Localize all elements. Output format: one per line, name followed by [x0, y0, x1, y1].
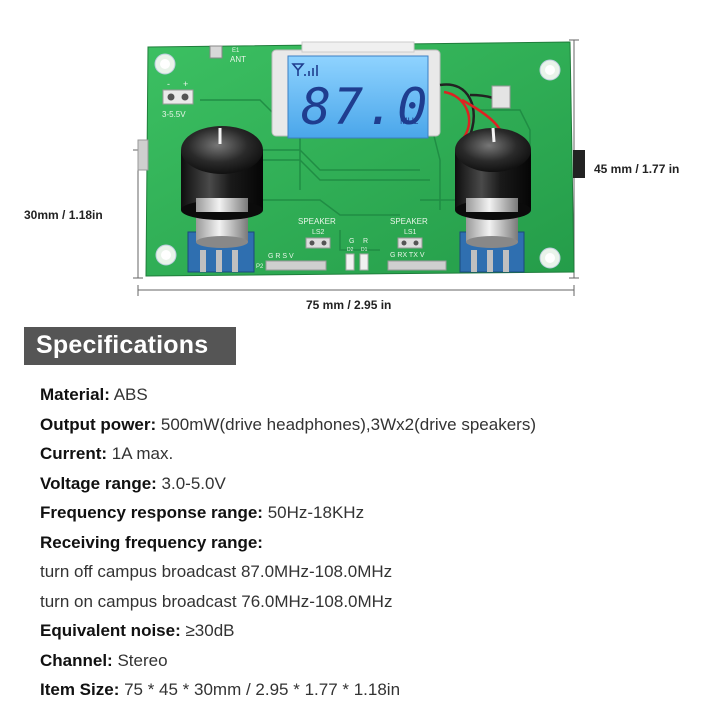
spec-value: 50Hz-18KHz: [262, 503, 365, 522]
specifications-header: Specifications: [24, 327, 236, 365]
silk-minus: -: [167, 79, 170, 89]
silk-ls1: LS1: [404, 229, 417, 236]
spec-row: Receiving frequency range:: [40, 528, 700, 558]
signal-icon: [291, 63, 318, 76]
silk-speaker-left: SPEAKER: [298, 217, 336, 226]
silk-p2: P2: [256, 264, 264, 270]
spec-row: Channel: Stereo: [40, 646, 700, 676]
spec-value: 1A max.: [107, 444, 174, 463]
lcd-frequency: 87.0: [301, 78, 429, 136]
spec-row: Current: 1A max.: [40, 439, 700, 469]
silk-header-left: G R S V: [268, 253, 294, 260]
silk-header-right: G RX TX V: [390, 252, 425, 259]
spec-value: turn on campus broadcast 76.0MHz-108.0MH…: [40, 591, 393, 611]
spec-value: turn off campus broadcast 87.0MHz-108.0M…: [40, 562, 393, 581]
volume-knob-left: [181, 126, 263, 273]
spec-label: Material:: [40, 385, 110, 404]
spec-value: 3.0-5.0V: [156, 473, 226, 493]
silk-power: 3-5.5V: [162, 110, 186, 119]
spec-row: Voltage range: 3.0-5.0V: [40, 469, 700, 499]
spec-row: Frequency response range: 50Hz-18KHz: [40, 498, 700, 528]
spec-label: Frequency response range:: [40, 503, 263, 522]
spec-row: Item Size: 75 * 45 * 30mm / 2.95 * 1.77 …: [40, 675, 700, 705]
lcd-unit: MHz: [400, 116, 419, 126]
lcd-display: 87.0 MHz: [271, 41, 441, 139]
spec-value: ≥30dB: [180, 621, 235, 640]
silk-plus: +: [183, 79, 188, 89]
spec-label: Output power:: [40, 414, 157, 434]
silk-d2: D2: [347, 247, 354, 253]
dimension-depth-label: 30mm / 1.18in: [24, 208, 103, 222]
silk-r: R: [363, 238, 368, 245]
silk-ant: ANT: [230, 55, 246, 64]
silk-speaker-right: SPEAKER: [390, 217, 428, 226]
spec-label: Channel:: [40, 650, 113, 670]
tuning-knob-right: [455, 127, 531, 273]
spec-label: Equivalent noise:: [40, 621, 181, 640]
silk-ls2: LS2: [312, 229, 325, 236]
silk-e1: E1: [232, 48, 240, 54]
spec-value: 75 * 45 * 30mm / 2.95 * 1.77 * 1.18in: [119, 680, 401, 699]
specifications-list: Material: ABS Output power: 500mW(drive …: [40, 380, 700, 705]
spec-value: 500mW(drive headphones),3Wx2(drive speak…: [156, 414, 536, 434]
spec-row: Equivalent noise: ≥30dB: [40, 616, 700, 646]
spec-label: Item Size:: [40, 680, 120, 699]
spec-row: Output power: 500mW(drive headphones),3W…: [40, 410, 700, 440]
spec-value: ABS: [109, 385, 148, 404]
dimension-height-label: 45 mm / 1.77 in: [594, 162, 680, 176]
specifications-title: Specifications: [36, 331, 209, 359]
spec-label: Receiving frequency range:: [40, 532, 263, 552]
speaker-wires: [439, 83, 511, 141]
silk-g: G: [349, 238, 354, 245]
spec-row: turn off campus broadcast 87.0MHz-108.0M…: [40, 557, 700, 587]
spec-label: Voltage range:: [40, 473, 157, 493]
speaker-connectors: SPEAKER LS2 SPEAKER LS1 G R D2 D1 P2 G R…: [256, 217, 447, 271]
silk-d1: D1: [361, 247, 368, 253]
spec-row: Material: ABS: [40, 380, 700, 410]
spec-row: turn on campus broadcast 76.0MHz-108.0MH…: [40, 587, 700, 617]
spec-value: Stereo: [112, 650, 168, 670]
dimension-width-label: 75 mm / 2.95 in: [306, 298, 392, 312]
product-photo: E1 ANT - + 3-5.5V U6 87.0 MHz: [133, 39, 585, 296]
spec-label: Current:: [40, 444, 108, 463]
